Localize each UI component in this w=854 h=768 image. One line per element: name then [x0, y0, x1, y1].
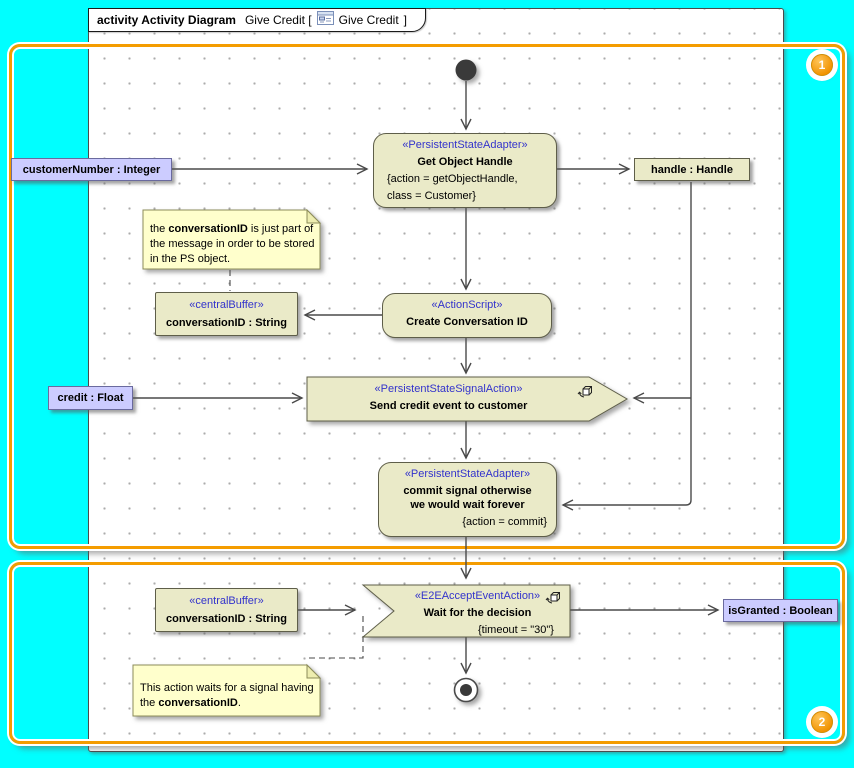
accept-event-action-shape[interactable] — [361, 584, 571, 638]
stereotype-label: «PersistentStateAdapter» — [402, 139, 528, 151]
anchor-note-bottom-to-wait-decision[interactable] — [309, 616, 364, 659]
accept-event-action-label: «E2EAcceptEventAction» Wait for the deci… — [385, 588, 570, 639]
e2e-signal-action-icon — [577, 384, 593, 405]
action-name: Wait for the decision — [423, 607, 532, 619]
action-commit-signal[interactable]: «PersistentStateAdapter» commit signal o… — [378, 462, 557, 537]
stereotype-label: «E2EAcceptEventAction» — [414, 590, 541, 602]
note-bottom-shape[interactable] — [132, 663, 322, 717]
diagram-icon — [316, 11, 334, 28]
central-buffer-conversationid-1[interactable]: «centralBuffer» conversationID : String — [155, 292, 298, 336]
note-text-part: This action waits for a signal having th… — [140, 682, 314, 709]
stereotype-label: «centralBuffer» — [189, 595, 264, 607]
object-label: customerNumber : Integer — [22, 163, 161, 176]
object-label: credit : Float — [57, 392, 124, 404]
group-frame-1[interactable] — [9, 44, 845, 549]
action-properties: {action = getObjectHandle, — [387, 173, 518, 185]
stereotype-label: «centralBuffer» — [189, 299, 264, 311]
note-top-text: the conversationID is just part of the m… — [150, 222, 316, 267]
frame-name-inner: Give Credit — [338, 12, 399, 27]
frame-kind-label: activity Activity Diagram — [97, 12, 236, 27]
group-badge-1[interactable]: 1 — [811, 54, 833, 76]
group-badge-2[interactable]: 2 — [811, 711, 833, 733]
final-node[interactable] — [453, 677, 479, 703]
stereotype-label: «PersistentStateSignalAction» — [374, 383, 523, 395]
note-text-bold: conversationID — [168, 223, 248, 235]
object-node-customernumber[interactable]: customerNumber : Integer — [11, 158, 172, 181]
action-get-object-handle[interactable]: «PersistentStateAdapter» Get Object Hand… — [373, 133, 557, 208]
stereotype-label: «ActionScript» — [431, 299, 503, 311]
edge-handle-to-commit[interactable] — [561, 182, 692, 511]
action-properties: class = Customer} — [387, 190, 476, 202]
central-buffer-conversationid-2[interactable]: «centralBuffer» conversationID : String — [155, 588, 298, 632]
badge-number: 2 — [818, 715, 826, 729]
frame-name-prefix: Give Credit [ — [244, 12, 312, 27]
object-label: handle : Handle — [651, 163, 733, 176]
action-name: Send credit event to customer — [369, 400, 528, 412]
badge-number: 1 — [818, 58, 826, 72]
note-top-shape[interactable] — [142, 208, 322, 270]
action-name: commit signal otherwise — [403, 485, 532, 497]
action-name: Create Conversation ID — [406, 316, 528, 328]
note-bottom-text: This action waits for a signal having th… — [140, 681, 318, 711]
send-signal-action-shape[interactable] — [306, 376, 628, 422]
initial-node[interactable] — [455, 59, 477, 81]
action-properties: {timeout = "30"} — [477, 624, 554, 636]
note-text-part: . — [237, 697, 241, 709]
note-text-part: the — [150, 223, 169, 235]
note-text-bold: conversationID — [158, 697, 238, 709]
buffer-label: conversationID : String — [165, 317, 288, 329]
stereotype-label: «PersistentStateAdapter» — [404, 468, 531, 480]
action-name: we would wait forever — [410, 499, 525, 511]
activity-frame-tab[interactable]: activity Activity Diagram Give Credit [ … — [88, 8, 427, 32]
note-text-part: is just part of the message in order to … — [150, 223, 315, 265]
e2e-accept-event-icon — [545, 590, 561, 611]
object-node-isgranted[interactable]: isGranted : Boolean — [723, 599, 838, 622]
buffer-label: conversationID : String — [165, 613, 288, 625]
frame-name-close: ] — [403, 12, 408, 27]
object-node-handle[interactable]: handle : Handle — [634, 158, 750, 181]
object-label: isGranted : Boolean — [728, 604, 833, 617]
action-create-conversation-id[interactable]: «ActionScript» Create Conversation ID — [382, 293, 552, 338]
group-frame-2[interactable] — [9, 562, 845, 744]
send-signal-action-label: «PersistentStateSignalAction» Send credi… — [307, 381, 593, 415]
action-properties: {action = commit} — [462, 516, 547, 528]
object-node-credit[interactable]: credit : Float — [48, 386, 133, 410]
action-name: Get Object Handle — [417, 156, 513, 168]
